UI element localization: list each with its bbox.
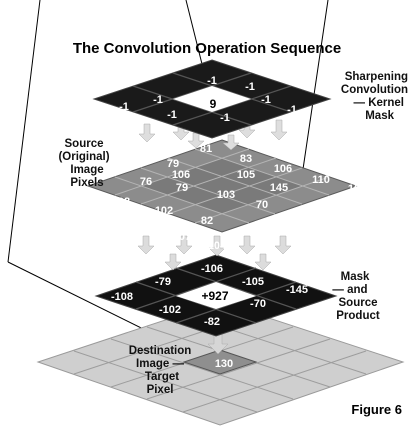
source-value: 108 (112, 196, 130, 208)
product-value: +927 (201, 289, 228, 303)
kernel-label-line: Sharpening (345, 71, 408, 83)
source-value: 111 (293, 207, 310, 219)
kernel-plane (92, 59, 332, 139)
target-pixel (182, 349, 258, 375)
product-value: -79 (155, 276, 171, 288)
source-values: 79 81 83 106 110 108 76 106 105 145 105 68 79 103 70 11… (53, 143, 366, 252)
target-pixel-value: 130 (215, 358, 233, 370)
source-value: 106 (274, 163, 292, 175)
destination-grid: 130 (36, 301, 405, 426)
kernel-value: -1 (207, 75, 217, 87)
product-value: -145 (286, 284, 308, 296)
arrows-to-product (137, 235, 292, 271)
source-label: Source (Original) Image Pixels (58, 138, 109, 189)
kernel-label-line: — Kernel (354, 97, 405, 109)
product-value: -105 (242, 276, 264, 288)
kernel-value: -1 (167, 109, 177, 121)
source-value: 83 (240, 153, 252, 165)
kernel-value: -1 (119, 101, 129, 113)
source-value: 79 (176, 182, 188, 194)
destination-label-line: Image — (136, 358, 184, 370)
source-value: 108 (348, 183, 366, 195)
kernel-label-line: Mask (365, 110, 394, 122)
source-value: 106 (172, 169, 190, 181)
destination-label: Destination Image — Target Pixel (129, 345, 192, 396)
source-value: 79 (167, 158, 179, 170)
source-label-line: Source (65, 138, 104, 150)
product-plane (94, 254, 338, 337)
product-value: -108 (111, 291, 133, 303)
product-value: -106 (201, 263, 223, 275)
source-value: 105 (323, 196, 341, 208)
kernel-value: -1 (245, 81, 255, 93)
destination-label-line: Pixel (147, 384, 174, 396)
source-value: 107 (279, 224, 297, 236)
source-value: 104 (208, 240, 227, 252)
kernel-value: -1 (261, 94, 271, 106)
product-label-line: Source (339, 297, 378, 309)
leader-line (7, 0, 41, 263)
source-plane (86, 139, 358, 233)
source-value: 102 (155, 205, 173, 217)
product-label-line: Mask (341, 271, 370, 283)
source-value: 66 (53, 200, 65, 212)
source-value: 105 (237, 169, 255, 181)
leader-line (301, 0, 329, 177)
kernel-value: -1 (287, 104, 297, 116)
product-label-line: Product (336, 310, 380, 322)
destination-label-line: Destination (129, 345, 192, 357)
source-value: 104 (127, 219, 146, 231)
kernel-value: 9 (210, 97, 217, 111)
source-label-line: Image (70, 164, 103, 176)
product-label-line: — and (332, 284, 367, 296)
source-value: 69 (92, 210, 104, 222)
source-value: 81 (200, 143, 212, 155)
product-values: -106 -79 -105 -145 +927 -108 -102 -70 -82 (111, 263, 308, 328)
kernel-value: -1 (153, 94, 163, 106)
source-value: 145 (270, 182, 288, 194)
source-value: 70 (256, 199, 268, 211)
source-value: 110 (312, 174, 330, 186)
product-value: -102 (159, 304, 181, 316)
product-value: -82 (204, 316, 220, 328)
figure-label: Figure 6 (351, 402, 402, 417)
source-value: 82 (201, 215, 213, 227)
kernel-label: Sharpening Convolution — Kernel Mask (341, 71, 408, 122)
product-label: Mask — and Source Product (332, 271, 379, 322)
source-value: 107 (173, 231, 191, 243)
product-value: -70 (250, 298, 266, 310)
destination-label-line: Target (145, 371, 179, 383)
kernel-label-line: Convolution (341, 84, 408, 96)
source-value: 68 (84, 188, 96, 200)
kernel-value: -1 (220, 112, 230, 124)
diagram-title: The Convolution Operation Sequence (73, 40, 341, 57)
source-label-line: (Original) (58, 151, 109, 163)
source-value: 76 (140, 176, 152, 188)
source-value: 103 (217, 189, 235, 201)
source-label-line: Pixels (70, 177, 103, 189)
